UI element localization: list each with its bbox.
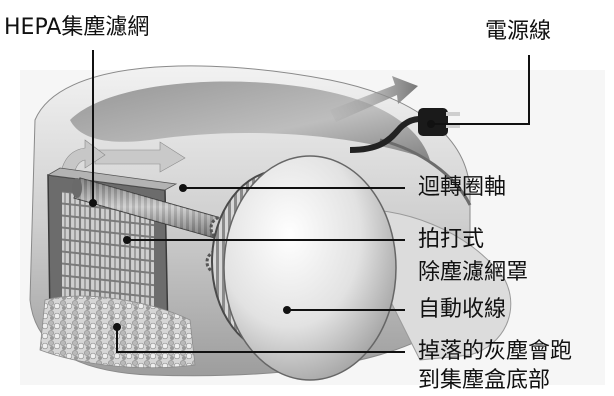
callout-lines [89, 50, 530, 353]
label-dust-falls-line1: 掉落的灰塵會跑 [418, 339, 573, 364]
label-hepa-filter: HEPA集塵濾網 [4, 15, 150, 40]
label-auto-rewind: 自動收線 [418, 297, 507, 322]
callout-line-dust-falls [116, 327, 405, 353]
rotating-shaft [72, 177, 236, 243]
label-tapping-cover-line1: 拍打式 [418, 227, 485, 252]
label-rotating-shaft: 迴轉圈軸 [418, 175, 507, 200]
label-tapping-cover-line2: 除塵濾網罩 [418, 260, 529, 285]
callout-line-power-cord [431, 55, 530, 125]
label-power-cord: 電源線 [485, 19, 552, 44]
label-dust-falls-line2: 到集塵盒底部 [418, 368, 551, 393]
cord-reel-assembly [211, 155, 397, 381]
